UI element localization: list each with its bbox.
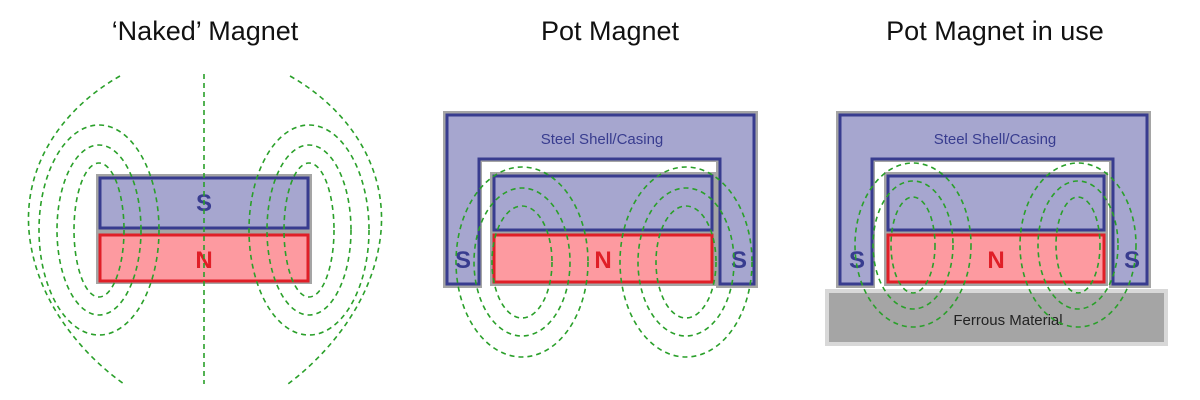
north-block <box>886 233 1106 284</box>
field-lines-in-use <box>854 162 1137 328</box>
panel-pot-magnet-in-use: Pot Magnet in use Ferrous Material Steel… <box>825 16 1168 346</box>
steel-shell <box>838 113 1149 286</box>
field-line <box>248 124 370 336</box>
field-lines-naked <box>27 74 383 385</box>
north-pole-label: N <box>594 247 611 274</box>
casing-label: Steel Shell/Casing <box>541 131 664 148</box>
field-line <box>27 75 125 385</box>
field-line <box>1055 196 1101 294</box>
south-block <box>886 174 1106 232</box>
north-pole-label: N <box>195 247 212 274</box>
panel-title-in-use: Pot Magnet in use <box>886 16 1104 46</box>
field-line <box>854 162 972 328</box>
field-line <box>1037 180 1119 310</box>
north-pole-label: N <box>987 247 1004 274</box>
field-line <box>890 196 936 294</box>
steel-shell <box>445 113 756 286</box>
field-line <box>283 162 335 298</box>
panel-pot-magnet: Pot Magnet Steel Shell/Casing N S S <box>443 16 758 358</box>
field-line <box>287 75 383 385</box>
field-line <box>266 144 352 316</box>
left-south-pole-label: S <box>849 247 865 274</box>
right-south-pole-label: S <box>731 247 747 274</box>
panel-title-naked: ‘Naked’ Magnet <box>112 16 299 46</box>
field-line <box>473 187 571 337</box>
field-line <box>455 166 589 358</box>
field-line <box>872 180 954 310</box>
south-block <box>492 174 714 232</box>
ferrous-label: Ferrous Material <box>953 312 1062 329</box>
field-line <box>56 144 142 316</box>
field-line <box>619 166 753 358</box>
field-line <box>655 205 717 319</box>
north-block <box>492 233 714 284</box>
field-line <box>637 187 735 337</box>
casing-label: Steel Shell/Casing <box>934 131 1057 148</box>
field-lines-pot <box>455 166 753 358</box>
field-line <box>73 162 125 298</box>
left-south-pole-label: S <box>455 247 471 274</box>
panel-title-pot: Pot Magnet <box>541 16 680 46</box>
field-line <box>1019 162 1137 328</box>
panel-naked-magnet: ‘Naked’ Magnet S N <box>27 16 383 385</box>
right-south-pole-label: S <box>1124 247 1140 274</box>
field-line <box>491 205 553 319</box>
field-line <box>38 124 160 336</box>
ferrous-material <box>829 293 1164 342</box>
